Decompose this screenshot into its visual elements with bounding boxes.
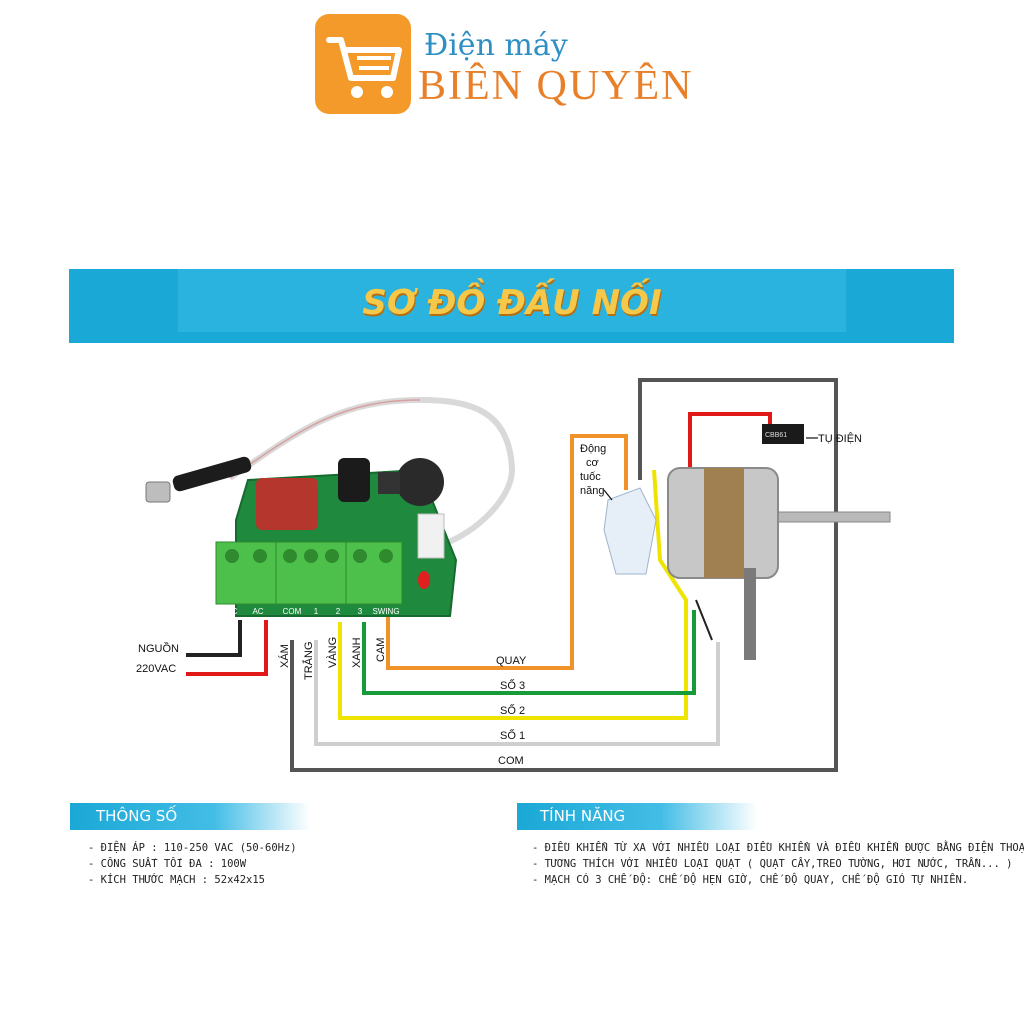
wire-label-quay: QUAY — [496, 655, 527, 667]
wire-label-trang: TRẮNG — [302, 642, 315, 681]
wire-black-power — [186, 620, 242, 657]
brand-line1: Điện máy — [424, 28, 568, 63]
swing-motor — [603, 487, 657, 575]
wire-label-xam: XÁM — [278, 644, 291, 668]
motor-winding — [704, 468, 744, 578]
wire-label-com: COM — [498, 755, 524, 767]
spec-item: - KÍCH THƯỚC MẠCH : 52x42x15 — [88, 874, 266, 886]
features-header-bar — [517, 803, 757, 830]
sensor-cable-stripe — [229, 399, 421, 479]
ir-sensor — [145, 481, 171, 503]
wire-green — [362, 610, 696, 695]
features-title: TÍNH NĂNG — [540, 807, 626, 825]
terminal-label: SWING — [372, 607, 399, 616]
terminal-label: 3 — [358, 607, 363, 616]
specs-header-bar — [70, 803, 310, 830]
wire-label-xanh: XANH — [351, 637, 363, 668]
spec-item: - ĐIỆN ÁP : 110-250 VAC (50-60Hz) — [88, 842, 297, 854]
capacitor-mark: CBB61 — [765, 432, 787, 439]
brand-logo — [315, 14, 411, 114]
wire-label-cam: CAM — [375, 638, 387, 662]
wire-black-motor — [695, 599, 713, 641]
terminal-block-ac — [215, 541, 277, 605]
terminal-label: 2 — [336, 607, 341, 616]
feature-item: - MẠCH CÓ 3 CHẾ ĐỘ: CHẾ ĐỘ HẸN GIỜ, CHẾ … — [532, 874, 969, 886]
features-list: - ĐIỀU KHIỂN TỪ XA VỚI NHIỀU LOẠI ĐIỀU K… — [532, 840, 1024, 888]
wire-label-vang: VÀNG — [326, 637, 339, 668]
shopping-cart-icon — [326, 37, 402, 98]
feature-item: - ĐIỀU KHIỂN TỪ XA VỚI NHIỀU LOẠI ĐIỀU K… — [532, 842, 1024, 854]
capacitor-label: TỤ ĐIỆN — [818, 432, 862, 445]
swing-connector — [417, 513, 445, 559]
wire-com-loop — [290, 378, 838, 772]
terminal-label: COM — [283, 607, 302, 616]
title-banner-inner — [178, 269, 846, 332]
power-label-1: NGUỒN — [138, 642, 179, 655]
wire-label-so3: SỐ 3 — [500, 678, 525, 692]
motor-label: Động cơ tuốc năng — [580, 443, 606, 497]
sensor-sleeve — [172, 456, 252, 492]
wire-white — [314, 640, 720, 746]
electrolytic-capacitor — [338, 458, 370, 502]
terminal-label: AC — [226, 607, 237, 616]
wire-red-power — [186, 620, 268, 676]
terminal-block-swing — [345, 541, 403, 605]
power-label-2: 220VAC — [136, 663, 176, 675]
capacitor — [762, 424, 804, 444]
feature-item: - TƯƠNG THÍCH VỚI NHIỀU LOẠI QUẠT ( QUẠT… — [532, 858, 1013, 870]
wire-orange — [386, 434, 628, 670]
motor-pointer — [603, 489, 613, 501]
motor-shaft — [769, 511, 891, 523]
terminal-label: AC — [252, 607, 263, 616]
brand-line2: BIÊN QUYÊN — [418, 63, 694, 109]
banner-title: SƠ ĐỒ ĐẤU NỐI — [362, 283, 662, 323]
film-capacitor — [256, 478, 318, 530]
terminal-block-123 — [275, 541, 347, 605]
push-button — [378, 472, 400, 494]
wire-label-so1: SỐ 1 — [500, 728, 525, 742]
specs-list: - ĐIỆN ÁP : 110-250 VAC (50-60Hz) - CÔNG… — [88, 840, 297, 888]
motor-label-1: Động — [580, 443, 606, 455]
wire-yellow — [338, 469, 688, 720]
wire-red-capacitor — [688, 412, 772, 470]
terminal-label: 1 — [314, 607, 319, 616]
wire-label-so2: SỐ 2 — [500, 703, 525, 717]
buzzer — [396, 458, 444, 506]
specs-title: THÔNG SỐ — [96, 807, 178, 825]
motor-bracket — [744, 568, 756, 660]
motor-label-4: năng — [580, 485, 604, 497]
led-red — [418, 571, 430, 589]
spec-item: - CÔNG SUẤT TỐI ĐA : 100W — [88, 858, 247, 870]
motor-label-3: tuốc — [580, 471, 601, 483]
motor-label-2: cơ — [586, 457, 599, 469]
